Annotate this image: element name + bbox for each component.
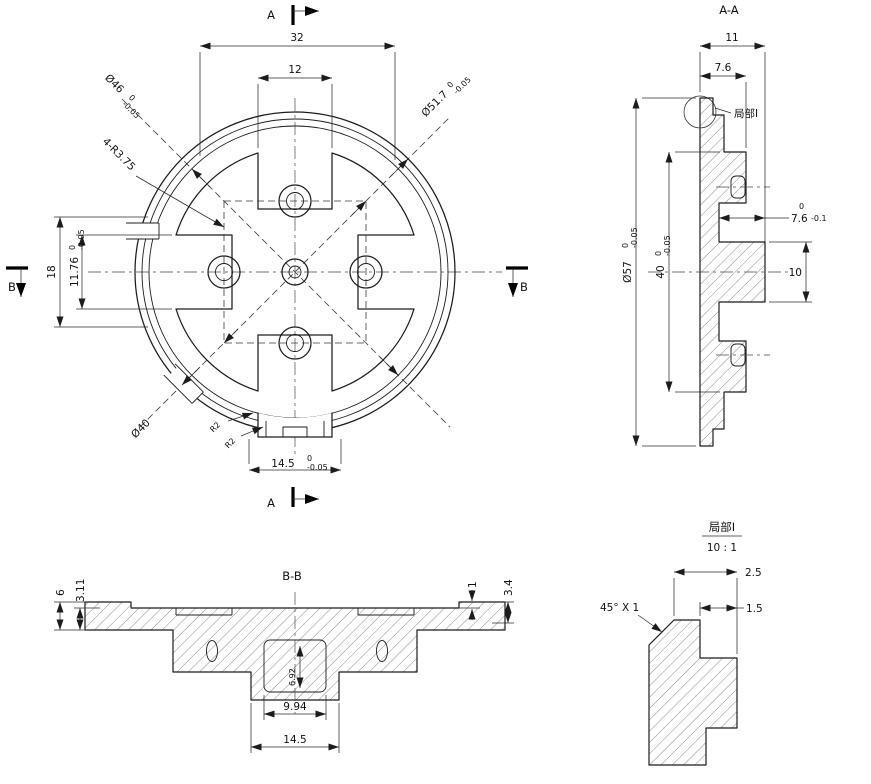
aa-dim-7-6-step-label: 7.6 (791, 213, 808, 225)
detail-dim-1-5-label: 1.5 (746, 603, 763, 615)
detail-dim-1-5: 1.5 (699, 602, 763, 616)
section-bb-view: B-B 6 3.11 1 3 (54, 569, 515, 753)
section-aa-title: A-A (719, 3, 739, 17)
dim-11-76-label: 11.76 (69, 257, 81, 287)
bb-dim-9-94-label: 9.94 (283, 701, 307, 713)
detail-title-block: 局部I 10 : 1 (702, 520, 742, 554)
aa-dim-10-label: 10 (789, 267, 802, 279)
aa-dim-7-6: 7.6 (700, 62, 747, 148)
dim-11-76-tol-lo: -0.05 (77, 229, 86, 250)
bb-dim-3-11-label: 3.11 (75, 579, 87, 602)
bb-hole-right (376, 640, 388, 662)
bb-dim-14-5-label: 14.5 (283, 734, 306, 746)
dim-12: 12 (257, 64, 333, 148)
bolt-square-centerline (223, 200, 367, 344)
bolt-hole (278, 326, 312, 360)
dia-46-label: Ø46 (102, 72, 126, 96)
front-view: 32 12 A A B B 18 (6, 5, 528, 510)
dim-11-76: 11.76 0 -0.05 (68, 229, 172, 310)
rim-notch-lower-left (163, 363, 204, 404)
section-mark-a-top: A (267, 5, 319, 25)
dia-46-tol-hi: 0 (127, 93, 137, 103)
bb-recess-edges (175, 608, 415, 616)
dim-14-5-tol-hi: 0 (307, 454, 312, 463)
section-a-label: A (267, 496, 275, 510)
aa-dim-40-tol-hi: 0 (654, 251, 663, 256)
rim-notch-left (126, 222, 160, 240)
lobed-boss-outline (175, 152, 415, 392)
fillet-r2-label: R2 (208, 420, 222, 434)
aa-dim-7-6-step-tol-hi: 0 (799, 202, 804, 211)
aa-dim-11-label: 11 (725, 32, 738, 44)
dim-18: 18 (46, 216, 148, 328)
bb-hole-left (206, 640, 218, 662)
bb-dim-3-4: 3.4 (492, 579, 515, 624)
section-a-label: A (267, 8, 275, 22)
section-aa-view: A-A 局部I 11 7.6 Ø57 0 -0.05 (621, 3, 827, 447)
aa-dim-7-6-label: 7.6 (715, 62, 732, 74)
bb-dim-3-4-label: 3.4 (503, 579, 515, 596)
detail-chamfer-label: 45° X 1 (600, 602, 639, 614)
fillet-r2-label: R2 (223, 436, 237, 450)
dim-32: 32 (199, 32, 396, 160)
aa-dim-40-label: 40 (655, 265, 667, 278)
section-mark-a-bottom: A (267, 487, 319, 510)
section-bb-title: B-B (282, 569, 302, 583)
aa-dim-40-tol-lo: -0.05 (663, 235, 672, 256)
dia-51-7-label: Ø51.7 (419, 88, 450, 119)
detail-view: 局部I 10 : 1 2.5 1.5 45° X 1 (600, 520, 763, 766)
section-mark-b-right: B (506, 266, 528, 297)
aa-dim-40: 40 0 -0.05 (654, 151, 720, 393)
aa-dim-7-6-step: 0 7.6 -0.1 (719, 202, 827, 225)
aa-dia-57-tol-hi: 0 (621, 243, 630, 248)
detail-title: 局部I (709, 520, 735, 534)
bb-dim-6: 6 (54, 589, 88, 631)
detail-dim-2-5: 2.5 (673, 567, 762, 654)
bolt-hole (349, 255, 383, 289)
section-b-label: B (8, 280, 16, 294)
detail-scale: 10 : 1 (707, 542, 737, 554)
aa-dia-57-tol-lo: -0.05 (630, 227, 639, 248)
dim-14-5-label: 14.5 (271, 458, 294, 470)
dim-14-5-tol-lo: -0.05 (307, 463, 328, 472)
dia-51-7-tol-lo: -0.05 (452, 75, 473, 96)
bb-dim-6-label: 6 (55, 589, 67, 596)
bb-dim-14-5: 14.5 (250, 703, 340, 753)
aa-dim-11: 11 (699, 32, 766, 242)
dia-51-7-tol-hi: 0 (445, 80, 455, 90)
front-foot (257, 412, 333, 438)
aa-centerlines (648, 186, 790, 356)
dim-14-5: 14.5 0 -0.05 (248, 439, 342, 474)
section-mark-b-left: B (6, 266, 28, 297)
dia-51-7: Ø51.7 0 -0.05 (181, 75, 473, 386)
detail-callout-circle (683, 95, 717, 129)
bb-dim-1: 1 (459, 581, 480, 620)
dim-18-label: 18 (46, 265, 58, 278)
bb-dim-9-94: 9.94 (263, 695, 327, 720)
detail-profile (648, 619, 738, 766)
detail-chamfer-note: 45° X 1 (600, 602, 663, 633)
dim-32-label: 32 (290, 32, 303, 44)
aa-dia-57-label: Ø57 (622, 261, 634, 283)
aa-dim-7-6-step-tol-lo: -0.1 (811, 214, 827, 223)
dia-46-tol-lo: -0.05 (120, 99, 141, 120)
radius-note-4-r375: 4-R3.75 (100, 136, 225, 228)
section-b-label: B (520, 280, 528, 294)
bb-dim-1-label: 1 (467, 581, 479, 588)
bb-dim-3-11: 3.11 (74, 579, 100, 630)
radius-note-label: 4-R3.75 (100, 136, 138, 174)
bb-dim-6-92-label: 6.92 (288, 668, 297, 686)
dia-40-label: Ø40 (129, 417, 153, 441)
dim-12-label: 12 (288, 64, 301, 76)
foot-slot (282, 426, 308, 438)
bb-dim-6-92: 6.92 (288, 646, 304, 688)
dim-11-76-tol-hi: 0 (68, 245, 77, 250)
aa-dia-57: Ø57 0 -0.05 (621, 97, 696, 447)
fillet-r2-notes: R2 R2 (208, 412, 264, 450)
detail-dim-2-5-label: 2.5 (745, 567, 762, 579)
center-hole (281, 258, 309, 286)
aa-dim-10: 10 (769, 241, 812, 303)
